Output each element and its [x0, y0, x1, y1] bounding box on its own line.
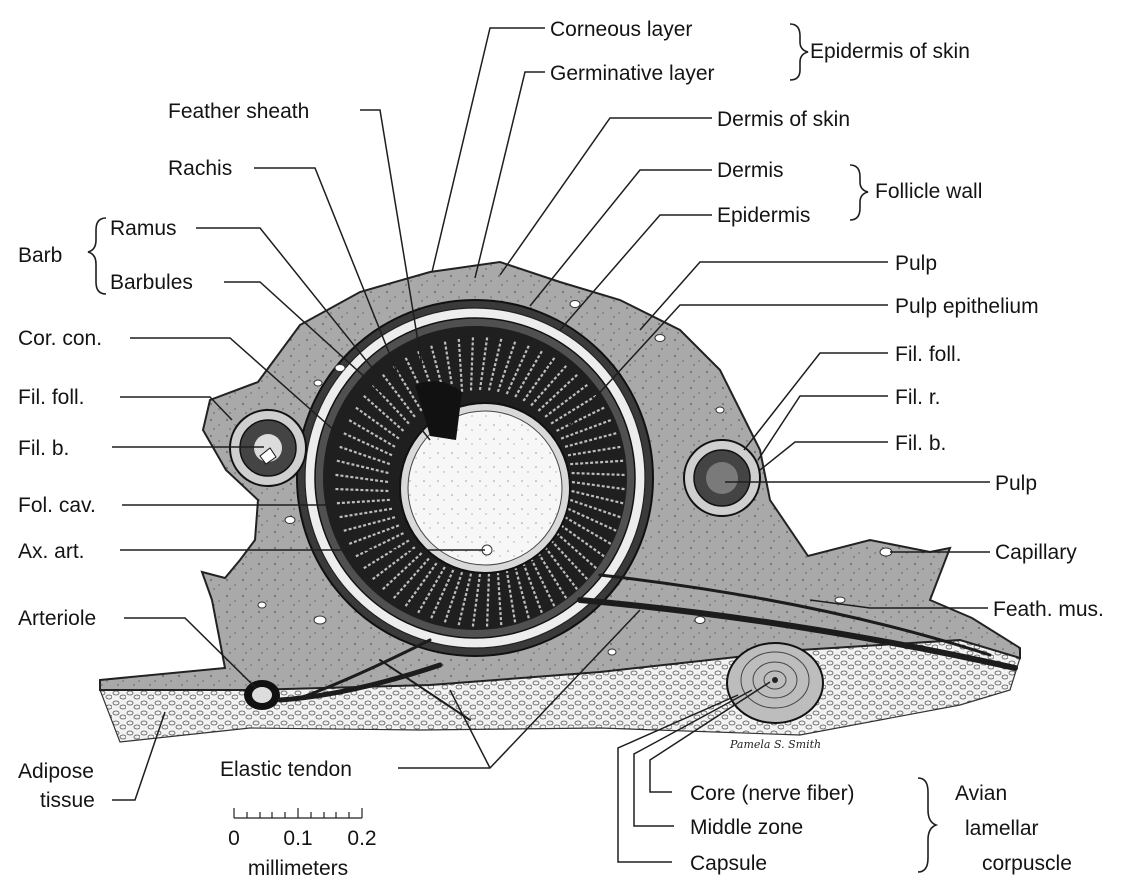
scale-bar: [234, 808, 362, 818]
label-fil-foll-right: Fil. foll.: [895, 343, 962, 366]
label-corpuscle: corpuscle: [982, 852, 1072, 875]
arteriole-vessel: [244, 680, 280, 710]
follicle-wall-bracket: [850, 165, 868, 220]
label-dermis: Dermis: [717, 159, 784, 182]
label-barb: Barb: [18, 244, 62, 267]
right-filoplume-follicle: [684, 440, 760, 516]
corpuscle-bracket: [918, 778, 936, 872]
label-tissue: tissue: [40, 789, 95, 812]
artist-signature: Pamela S. Smith: [729, 738, 821, 751]
left-filoplume-follicle: [230, 410, 306, 486]
label-fil-r: Fil. r.: [895, 386, 941, 409]
label-fil-b-right: Fil. b.: [895, 432, 946, 455]
epidermis-bracket: [790, 24, 808, 80]
label-ax-art: Ax. art.: [18, 540, 85, 563]
scale-tick-1: 0.1: [283, 827, 312, 850]
label-ramus: Ramus: [110, 217, 177, 240]
label-avian: Avian: [955, 782, 1007, 805]
label-fil-b-left: Fil. b.: [18, 437, 69, 460]
label-capsule: Capsule: [690, 852, 767, 875]
label-pulp-top: Pulp: [895, 252, 937, 275]
scale-tick-0: 0: [228, 827, 240, 850]
scale-unit: millimeters: [248, 857, 348, 880]
lamellar-corpuscle: [727, 643, 823, 723]
barb-bracket: [88, 218, 106, 294]
label-fil-foll-left: Fil. foll.: [18, 386, 85, 409]
scale-tick-2: 0.2: [347, 827, 376, 850]
label-pulp-epithelium: Pulp epithelium: [895, 295, 1039, 318]
label-lamellar: lamellar: [965, 817, 1039, 840]
label-dermis-of-skin: Dermis of skin: [717, 108, 850, 131]
label-barbules: Barbules: [110, 271, 193, 294]
label-epidermis: Epidermis: [717, 204, 810, 227]
label-middle-zone: Middle zone: [690, 816, 803, 839]
label-corneous-layer: Corneous layer: [550, 18, 692, 41]
label-core: Core (nerve fiber): [690, 782, 855, 805]
label-elastic-tendon: Elastic tendon: [220, 758, 352, 781]
label-cor-con: Cor. con.: [18, 327, 102, 350]
label-feath-mus: Feath. mus.: [993, 598, 1104, 621]
label-rachis: Rachis: [168, 157, 232, 180]
label-fol-cav: Fol. cav.: [18, 494, 96, 517]
label-pulp-right: Pulp: [995, 472, 1037, 495]
label-epidermis-of-skin: Epidermis of skin: [810, 40, 970, 63]
label-adipose: Adipose: [18, 760, 94, 783]
label-follicle-wall: Follicle wall: [875, 180, 982, 203]
label-germinative-layer: Germinative layer: [550, 62, 715, 85]
label-capillary: Capillary: [995, 541, 1077, 564]
label-feather-sheath: Feather sheath: [168, 100, 309, 123]
label-arteriole: Arteriole: [18, 607, 96, 630]
